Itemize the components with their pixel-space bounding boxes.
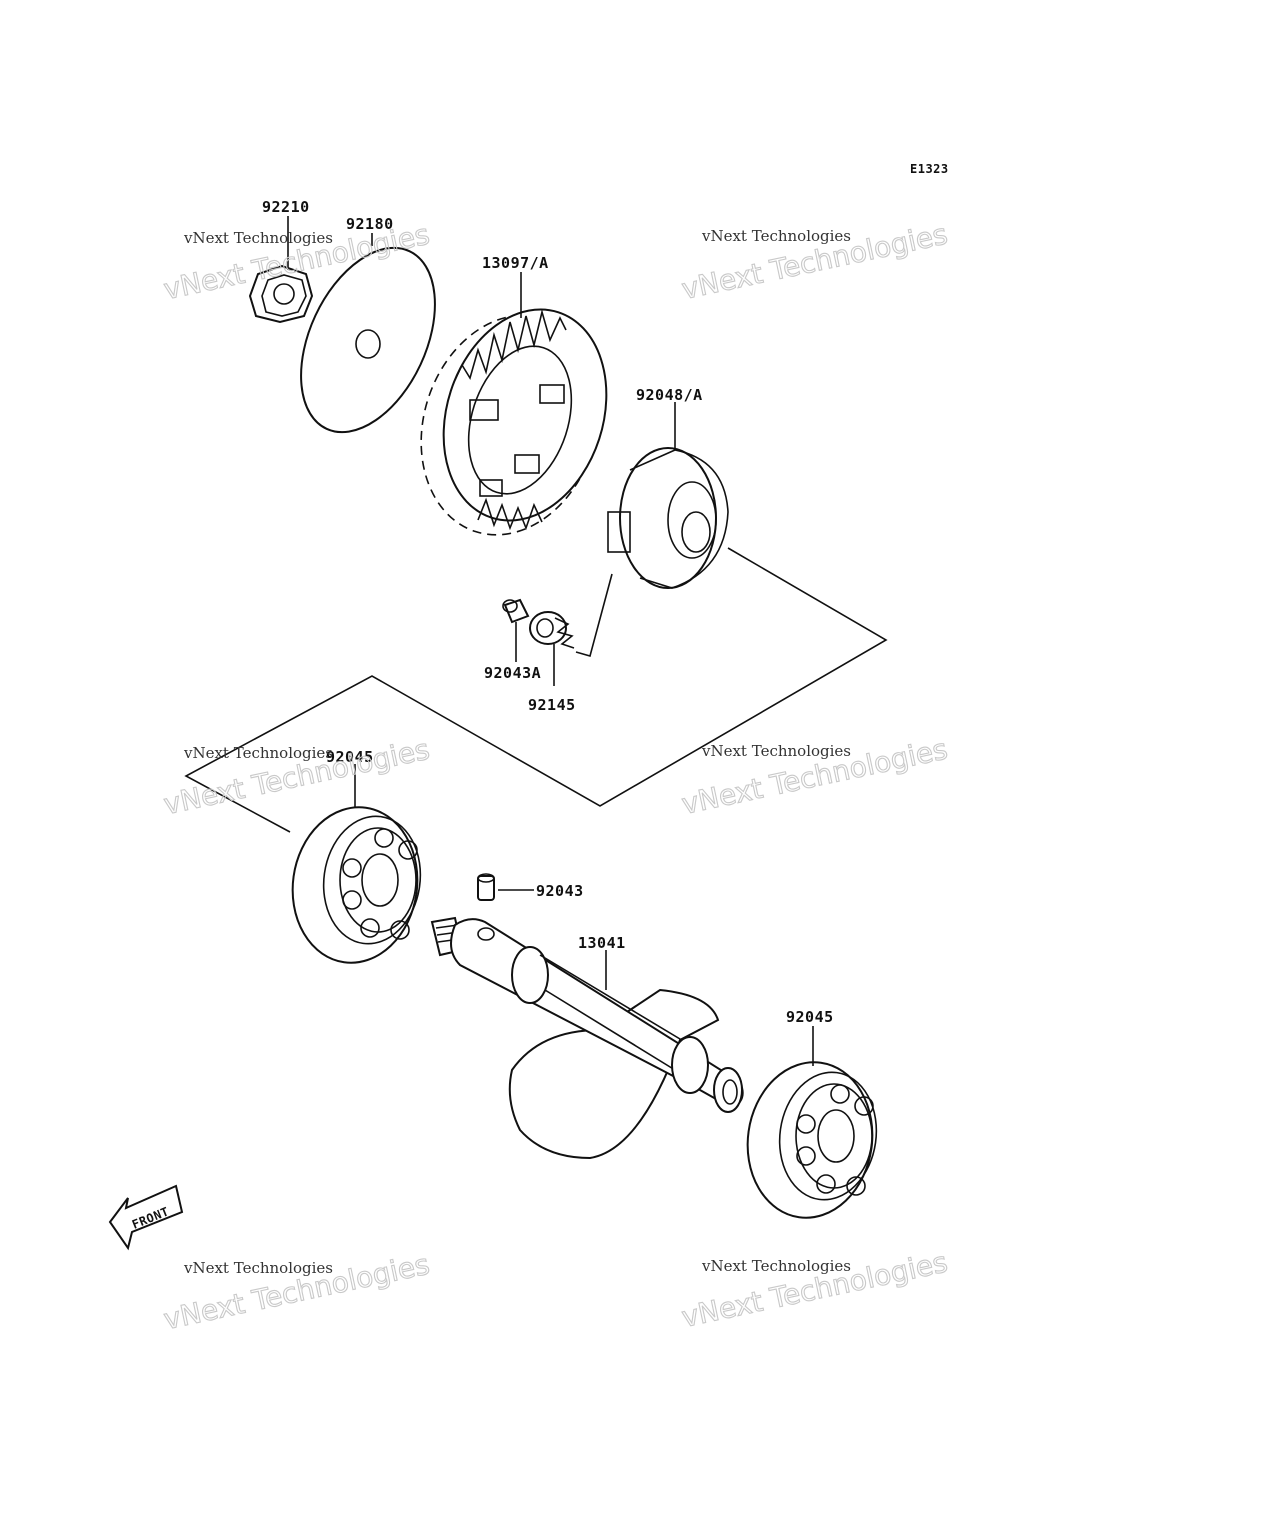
label-pin-a: 92043A	[484, 664, 541, 682]
watermark-6: vNext Technologies vNext Technologies	[678, 1245, 951, 1335]
label-nut: 92210	[262, 198, 310, 216]
label-bearing-right: 92045	[786, 1008, 834, 1026]
watermark-5: vNext Technologies vNext Technologies	[160, 1247, 433, 1337]
svg-text:vNext Technologies: vNext Technologies	[701, 742, 851, 760]
front-arrow-icon: FRONT	[108, 1184, 184, 1251]
svg-text:vNext Technologies: vNext Technologies	[701, 1257, 851, 1275]
nut-92210[interactable]	[248, 216, 314, 324]
drawing-ref: E1323	[910, 162, 949, 176]
gear-13097A[interactable]	[394, 272, 633, 558]
label-bearing-left: 92045	[326, 748, 374, 766]
label-shaft: 13041	[578, 934, 626, 952]
shaft-13041[interactable]	[430, 916, 744, 1160]
label-spring: 92145	[528, 696, 576, 714]
svg-text:vNext Technologies: vNext Technologies	[183, 744, 333, 762]
label-gear: 13097/A	[482, 254, 549, 272]
watermark-2: vNext Technologies vNext Technologies	[678, 217, 951, 307]
label-collar: 92048/A	[636, 386, 703, 404]
bearing-92045-left[interactable]	[283, 764, 429, 971]
label-washer: 92180	[346, 215, 394, 233]
bearing-92045-right[interactable]	[738, 1026, 885, 1226]
svg-text:vNext Technologies: vNext Technologies	[183, 229, 333, 247]
pin-92043A[interactable]	[502, 598, 530, 662]
label-pin: 92043	[536, 882, 584, 900]
spring-92145[interactable]	[529, 573, 613, 686]
assembly-outline	[184, 547, 888, 833]
watermark-3: vNext Technologies vNext Technologies	[160, 732, 433, 822]
collar-92048A[interactable]	[607, 402, 729, 589]
svg-text:vNext Technologies: vNext Technologies	[701, 227, 851, 245]
washer-92180[interactable]	[274, 227, 462, 454]
pin-92043[interactable]	[477, 873, 534, 901]
svg-text:vNext Technologies: vNext Technologies	[183, 1259, 333, 1277]
watermark-4: vNext Technologies vNext Technologies	[678, 732, 951, 822]
